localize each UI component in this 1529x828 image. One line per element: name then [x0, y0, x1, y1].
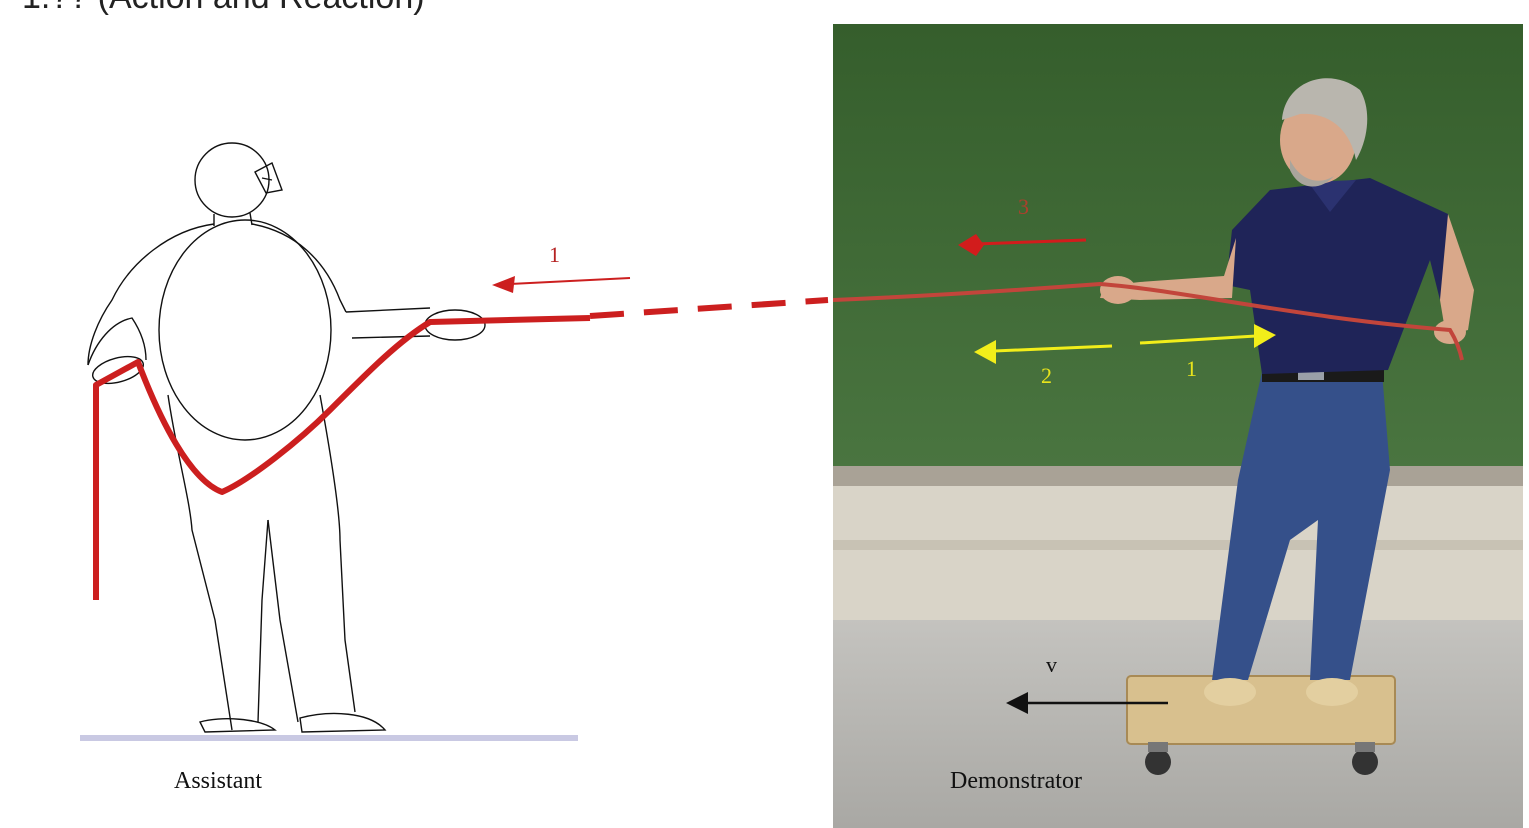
yellow-arrow-left: [974, 340, 1113, 364]
yellow-arrow-right: [1139, 324, 1276, 348]
page-title: 1.?? (Action and Reaction): [22, 0, 425, 17]
demonstrator-photo: 3 2 1 v Demonstrator: [833, 24, 1523, 828]
rope-dashed-link: [589, 297, 829, 319]
demonstrator-caption: Demonstrator: [950, 768, 1082, 794]
chalk-tray: [833, 466, 1523, 486]
rope-on-assistant: [93, 315, 591, 600]
drawing-arrow-label: 1: [549, 242, 560, 267]
assistant-figure: [87, 142, 486, 733]
wall: [833, 486, 1523, 621]
rope-in-photo: [833, 281, 1464, 361]
yellow-left-label: 2: [1041, 363, 1052, 388]
assistant-drawing: 1 Assistant: [80, 142, 829, 794]
red-arrow-label: 3: [1018, 194, 1029, 219]
assistant-caption: Assistant: [174, 768, 262, 794]
drawing-force-arrow: [492, 276, 631, 293]
velocity-arrow: [1006, 692, 1168, 714]
yellow-right-label: 1: [1186, 356, 1197, 381]
velocity-label: v: [1046, 652, 1057, 677]
red-force-arrow: [958, 234, 1087, 256]
demonstrator-figure: [1100, 78, 1474, 706]
